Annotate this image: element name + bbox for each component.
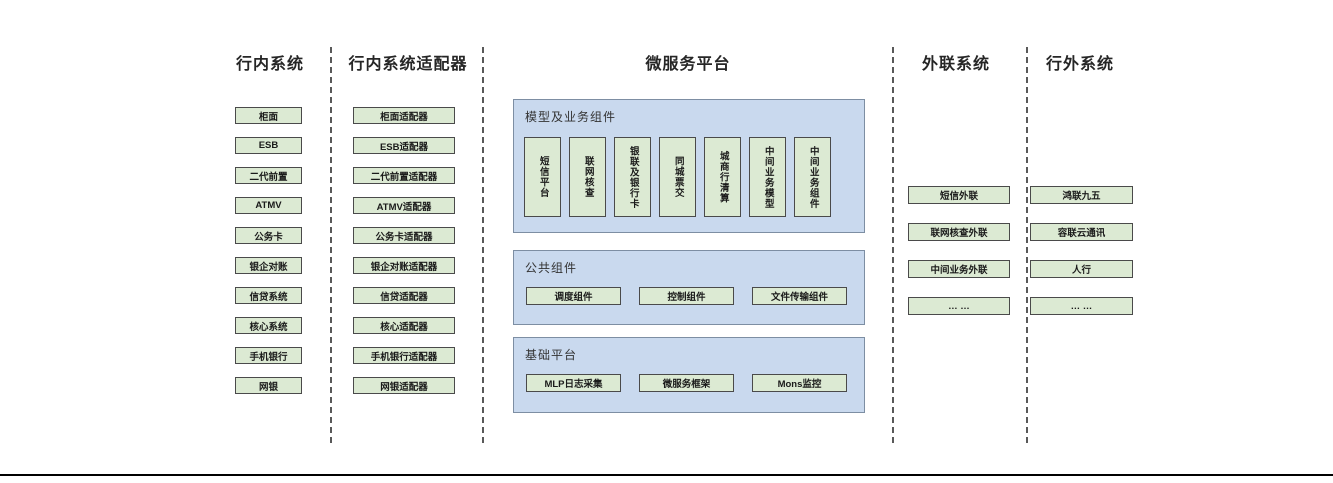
adapter-box: 柜面适配器 — [353, 107, 455, 124]
column-title-microservice-platform: 微服务平台 — [645, 56, 731, 73]
adapter-box: 信贷适配器 — [353, 287, 455, 304]
section-common-components: 公共组件 调度组件控制组件文件传输组件 — [513, 250, 865, 325]
base-platform-box: MLP日志采集 — [526, 374, 621, 392]
system-box: 手机银行 — [235, 347, 302, 364]
outside-bank-box: 人行 — [1030, 260, 1133, 278]
base-platform-box: Mons监控 — [752, 374, 847, 392]
adapter-box: ATMV适配器 — [353, 197, 455, 214]
business-component-box: 同城票交 — [659, 137, 696, 217]
system-box: ESB — [235, 137, 302, 154]
column-separator — [330, 47, 332, 443]
outside-bank-box: 鸿联九五 — [1030, 186, 1133, 204]
outside-bank-box: … … — [1030, 297, 1133, 315]
bottom-rule — [0, 474, 1333, 476]
business-component-box: 银联及银行卡 — [614, 137, 651, 217]
column-separator — [1026, 47, 1028, 443]
column-title-in-bank-systems: 行内系统 — [235, 56, 304, 73]
system-box: 柜面 — [235, 107, 302, 124]
section-model-business-components: 模型及业务组件 短信平台联网核查银联及银行卡同城票交城商行清算中间业务模型中间业… — [513, 99, 865, 233]
adapter-box: 核心适配器 — [353, 317, 455, 334]
adapter-box: 网银适配器 — [353, 377, 455, 394]
business-component-box: 城商行清算 — [704, 137, 741, 217]
adapter-box: ESB适配器 — [353, 137, 455, 154]
external-link-list: 短信外联联网核查外联中间业务外联 … … — [908, 186, 1010, 315]
common-components-list: 调度组件控制组件文件传输组件 — [526, 287, 847, 305]
system-box: 核心系统 — [235, 317, 302, 334]
adapter-box: 公务卡适配器 — [353, 227, 455, 244]
column-title-outside-bank-systems: 行外系统 — [1045, 56, 1114, 73]
in-bank-adapters-list: 柜面适配器 ESB适配器二代前置适配器 ATMV适配器公务卡适配器银企对账适配器信贷… — [353, 107, 455, 394]
outside-bank-list: 鸿联九五容联云通讯人行 … … — [1030, 186, 1133, 315]
adapter-box: 银企对账适配器 — [353, 257, 455, 274]
system-box: 公务卡 — [235, 227, 302, 244]
system-box: ATMV — [235, 197, 302, 214]
business-component-box: 短信平台 — [524, 137, 561, 217]
in-bank-systems-list: 柜面 ESB 二代前置 ATMV 公务卡银企对账信贷系统核心系统手机银行网银 — [235, 107, 302, 394]
column-separator — [892, 47, 894, 443]
common-component-box: 控制组件 — [639, 287, 734, 305]
outside-bank-box: 容联云通讯 — [1030, 223, 1133, 241]
common-component-box: 文件传输组件 — [752, 287, 847, 305]
system-box: 信贷系统 — [235, 287, 302, 304]
column-separator — [482, 47, 484, 443]
model-business-components-list: 短信平台联网核查银联及银行卡同城票交城商行清算中间业务模型中间业务组件 — [524, 137, 831, 217]
system-box: 网银 — [235, 377, 302, 394]
external-link-box: 中间业务外联 — [908, 260, 1010, 278]
external-link-box: 短信外联 — [908, 186, 1010, 204]
column-title-external-link-systems: 外联系统 — [921, 56, 990, 73]
common-component-box: 调度组件 — [526, 287, 621, 305]
business-component-box: 中间业务组件 — [794, 137, 831, 217]
base-platform-list: MLP日志采集微服务框架 Mons监控 — [526, 374, 847, 392]
business-component-box: 中间业务模型 — [749, 137, 786, 217]
section-title: 公共组件 — [525, 261, 578, 275]
base-platform-box: 微服务框架 — [639, 374, 734, 392]
section-base-platform: 基础平台 MLP日志采集微服务框架 Mons监控 — [513, 337, 865, 413]
business-component-box: 联网核查 — [569, 137, 606, 217]
adapter-box: 二代前置适配器 — [353, 167, 455, 184]
external-link-box: 联网核查外联 — [908, 223, 1010, 241]
external-link-box: … … — [908, 297, 1010, 315]
column-title-in-bank-adapters: 行内系统适配器 — [348, 56, 468, 73]
system-box: 二代前置 — [235, 167, 302, 184]
section-title: 基础平台 — [525, 348, 578, 362]
system-box: 银企对账 — [235, 257, 302, 274]
section-title: 模型及业务组件 — [525, 110, 617, 124]
adapter-box: 手机银行适配器 — [353, 347, 455, 364]
